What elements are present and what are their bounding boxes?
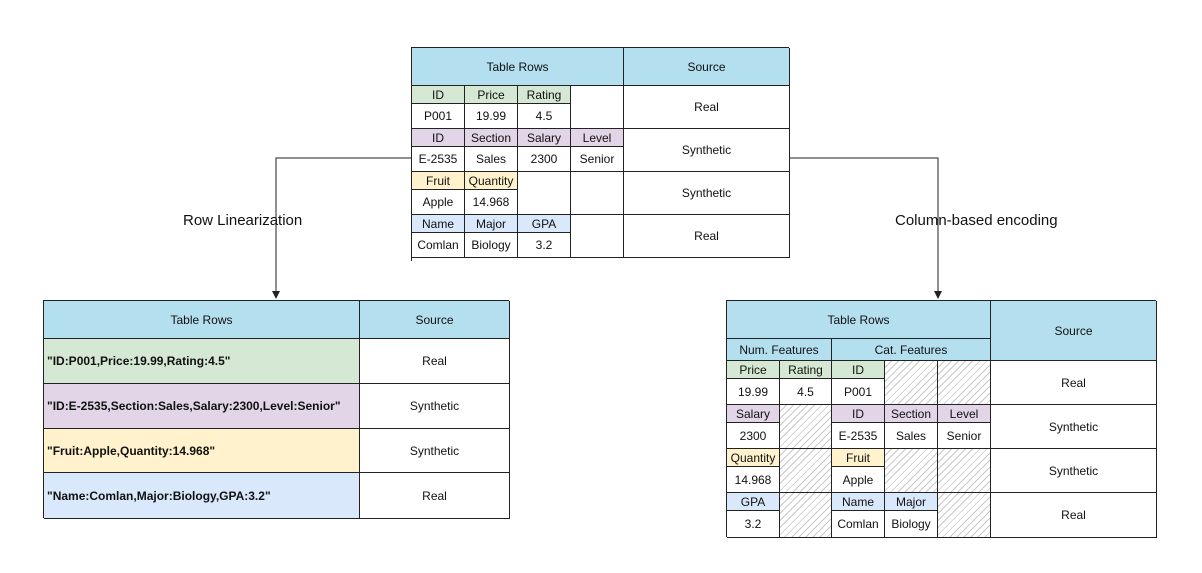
top-r3-col1: Fruit [412, 172, 465, 190]
top-r2-val4: Senior [571, 147, 624, 172]
top-r3-val1: Apple [412, 190, 465, 215]
top-r2-col3: Salary [518, 129, 571, 147]
top-r4-col2: Major [465, 215, 518, 233]
top-r1-col3: Rating [518, 86, 571, 104]
top-r1-val2: 19.99 [465, 104, 518, 129]
right-r4-numval1: 3.2 [727, 511, 780, 538]
right-r2-hatch [780, 405, 832, 449]
top-r2-col2: Section [465, 129, 518, 147]
right-r4-cat2: Major [885, 493, 938, 511]
right-r2-catval3: Senior [938, 423, 991, 449]
left-row-4-source: Real [360, 473, 510, 519]
top-r3-empty-b [571, 172, 624, 215]
top-r1-col1: ID [412, 86, 465, 104]
left-row-3-text: "Fruit:Apple,Quantity:14.968" [44, 429, 360, 473]
right-r3-hatch-c [938, 449, 991, 493]
top-r4-val2: Biology [465, 233, 518, 258]
right-r3-source: Synthetic [991, 449, 1157, 493]
right-r2-numval1: 2300 [727, 423, 780, 449]
top-r4-col1: Name [412, 215, 465, 233]
top-r4-col3: GPA [518, 215, 571, 233]
top-r1-col2: Price [465, 86, 518, 104]
right-r1-hatch-a [885, 361, 938, 405]
right-r4-hatch-b [938, 493, 991, 538]
right-r1-num1: Price [727, 361, 780, 379]
right-r1-num2: Rating [780, 361, 832, 379]
right-r4-source: Real [991, 493, 1157, 538]
right-r1-hatch-b [938, 361, 991, 405]
top-r3-empty-a [518, 172, 571, 215]
right-r1-numval1: 19.99 [727, 379, 780, 405]
right-r2-num1: Salary [727, 405, 780, 423]
top-r4-source: Real [624, 215, 790, 258]
right-header-table-rows: Table Rows [727, 301, 991, 339]
top-r1-val3: 4.5 [518, 104, 571, 129]
top-r2-val3: 2300 [518, 147, 571, 172]
right-r1-cat1: ID [832, 361, 885, 379]
right-r4-hatch-a [780, 493, 832, 538]
top-r2-val2: Sales [465, 147, 518, 172]
top-r2-source: Synthetic [624, 129, 790, 172]
right-r3-cat1: Fruit [832, 449, 885, 467]
column-encoding-label: Column-based encoding [895, 212, 1058, 229]
right-r3-hatch-b [885, 449, 938, 493]
right-r2-catval1: E-2535 [832, 423, 885, 449]
right-r3-catval1: Apple [832, 467, 885, 493]
arrow-left [272, 157, 412, 299]
left-row-4-text: "Name:Comlan,Major:Biology,GPA:3.2" [44, 473, 360, 519]
right-r1-catval1: P001 [832, 379, 885, 405]
arrow-right [788, 157, 942, 299]
right-r3-hatch-a [780, 449, 832, 493]
left-row-3-source: Synthetic [360, 429, 510, 473]
right-r4-num1: GPA [727, 493, 780, 511]
top-r3-source: Synthetic [624, 172, 790, 215]
right-header-cat-features: Cat. Features [832, 339, 991, 361]
top-r1-val1: P001 [412, 104, 465, 129]
top-r2-col4: Level [571, 129, 624, 147]
left-header-source: Source [360, 301, 510, 339]
right-header-source: Source [991, 301, 1157, 361]
right-r3-num1: Quantity [727, 449, 780, 467]
right-r4-cat1: Name [832, 493, 885, 511]
top-r2-col1: ID [412, 129, 465, 147]
top-r4-val3: 3.2 [518, 233, 571, 258]
left-row-1-text: "ID:P001,Price:19.99,Rating:4.5" [44, 339, 360, 384]
right-r2-cat2: Section [885, 405, 938, 423]
top-r1-empty [571, 86, 624, 129]
top-r4-empty [571, 215, 624, 258]
top-r3-val2: 14.968 [465, 190, 518, 215]
right-r4-catval2: Biology [885, 511, 938, 538]
left-table: Table Rows Source "ID:P001,Price:19.99,R… [43, 300, 510, 519]
right-r1-numval2: 4.5 [780, 379, 832, 405]
right-r4-catval1: Comlan [832, 511, 885, 538]
left-header-table-rows: Table Rows [44, 301, 360, 339]
right-r3-numval1: 14.968 [727, 467, 780, 493]
left-row-2-text: "ID:E-2535,Section:Sales,Salary:2300,Lev… [44, 384, 360, 429]
right-r2-catval2: Sales [885, 423, 938, 449]
left-row-1-source: Real [360, 339, 510, 384]
right-table: Table Rows Source Num. Features Cat. Fea… [726, 300, 1157, 538]
top-r3-col2: Quantity [465, 172, 518, 190]
top-r1-source: Real [624, 86, 790, 129]
top-r4-val1: Comlan [412, 233, 465, 258]
top-r2-val1: E-2535 [412, 147, 465, 172]
right-r2-source: Synthetic [991, 405, 1157, 449]
row-linearization-label: Row Linearization [183, 212, 303, 229]
top-table: Table Rows Source ID Price Rating Real P… [411, 47, 790, 261]
left-row-2-source: Synthetic [360, 384, 510, 429]
right-r2-cat3: Level [938, 405, 991, 423]
top-header-table-rows: Table Rows [412, 48, 624, 86]
top-header-source: Source [624, 48, 790, 86]
right-r2-cat1: ID [832, 405, 885, 423]
right-header-num-features: Num. Features [727, 339, 832, 361]
right-r1-source: Real [991, 361, 1157, 405]
